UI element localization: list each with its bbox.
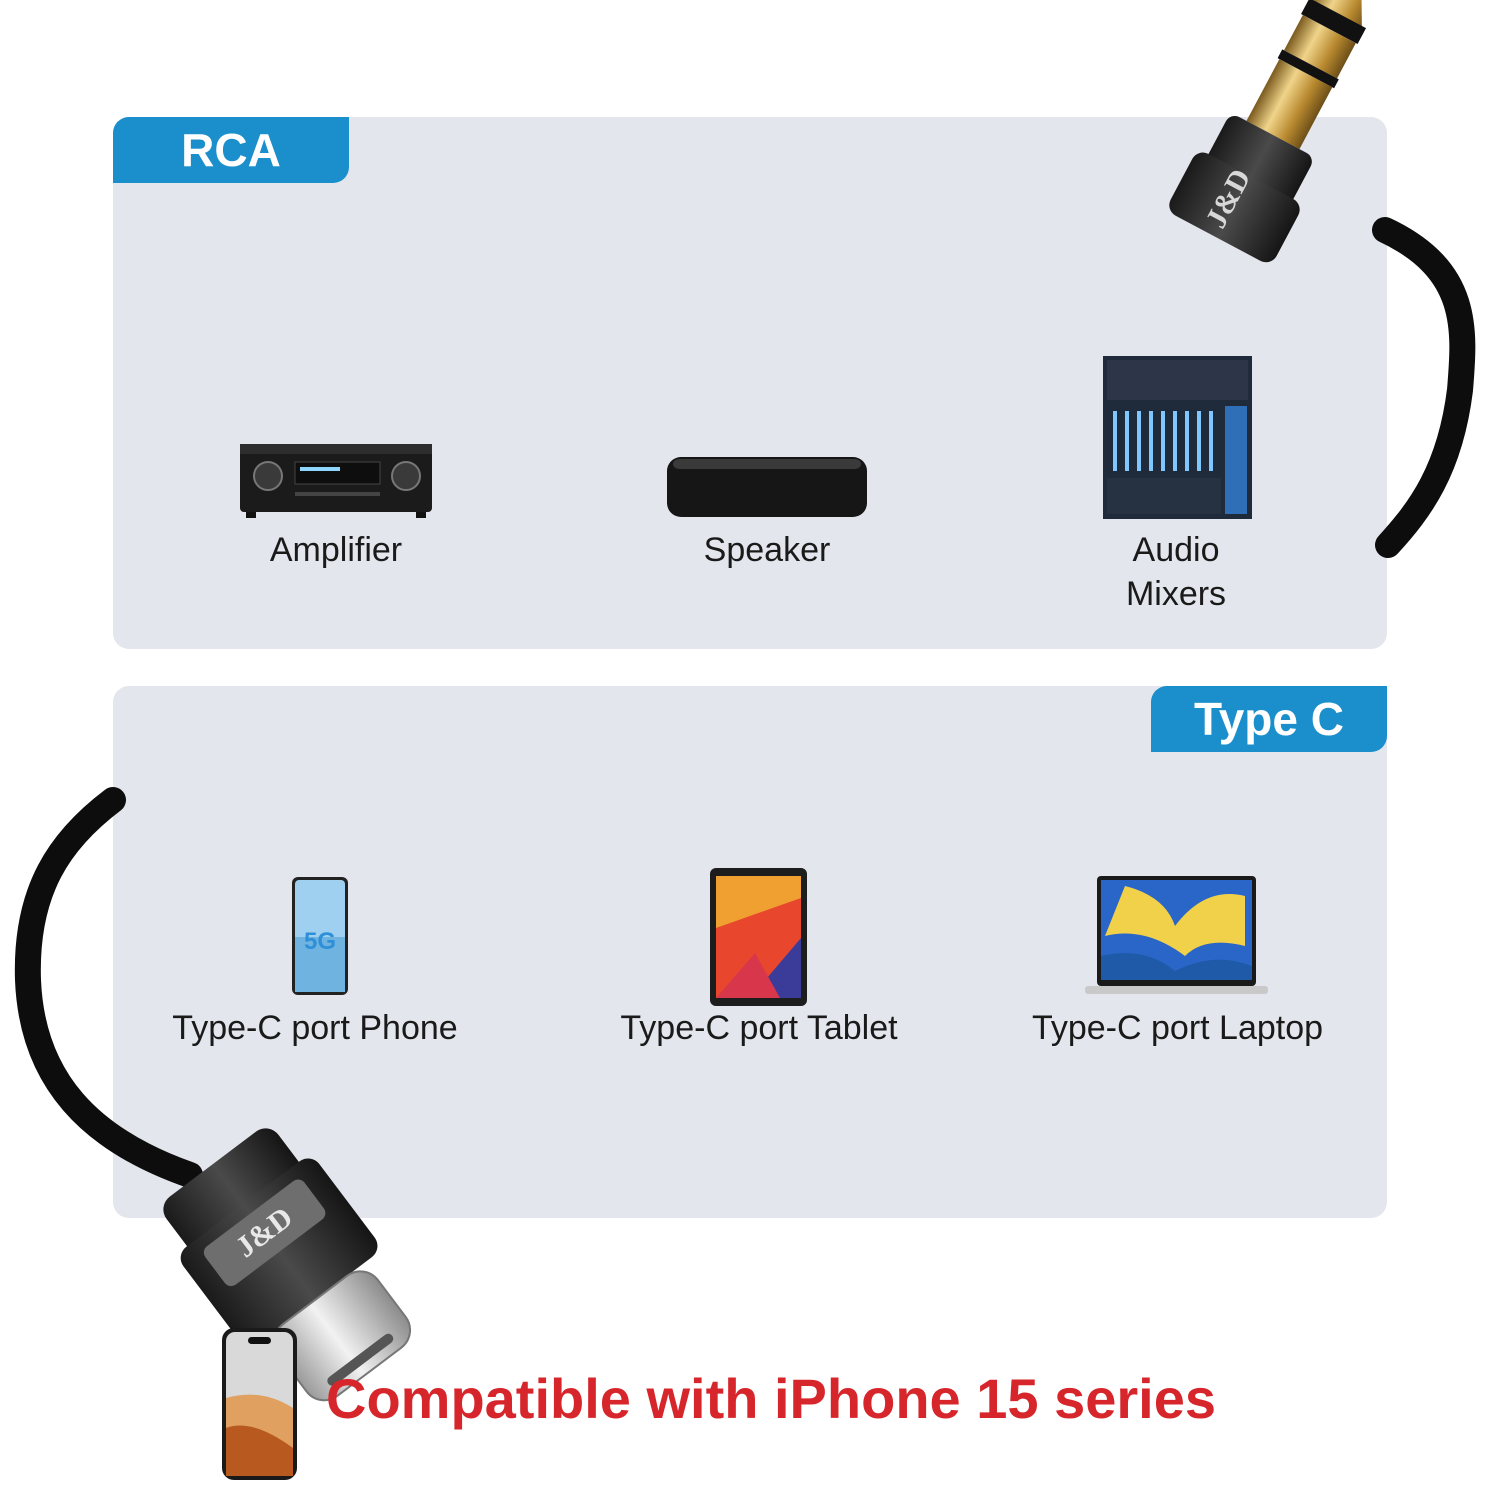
speaker-icon [667, 457, 867, 517]
device-label-amplifier: Amplifier [269, 531, 403, 569]
audio-mixer-icon [1103, 356, 1252, 519]
iphone-icon [222, 1328, 297, 1480]
amplifier-icon [240, 444, 432, 518]
device-label-speaker: Speaker [703, 531, 831, 569]
device-label-audio-mixers: Audio Mixers [1125, 531, 1227, 613]
rca-tag: RCA [113, 117, 349, 183]
laptop-icon [1085, 876, 1268, 994]
compatibility-text: Compatible with iPhone 15 series [326, 1367, 1217, 1430]
device-label-laptop: Type-C port Laptop [1031, 1009, 1324, 1047]
typec-tag: Type C [1151, 686, 1387, 752]
tablet-icon [710, 868, 807, 1006]
phone-icon: 5G [292, 877, 348, 995]
device-label-phone: Type-C port Phone [172, 1009, 458, 1047]
device-label-tablet: Type-C port Tablet [620, 1009, 898, 1047]
phone-screen-5g-text: 5G [304, 928, 336, 955]
